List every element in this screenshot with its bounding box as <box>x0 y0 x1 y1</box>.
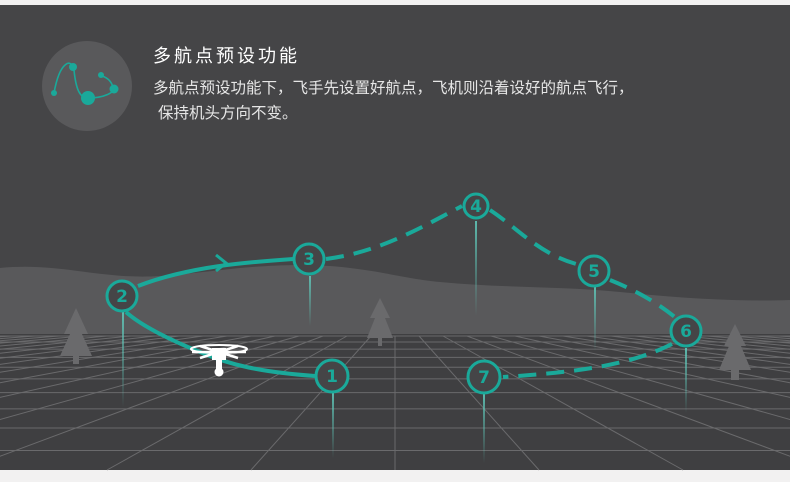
tree-icon <box>719 324 751 380</box>
waypoint-label: 4 <box>470 197 482 217</box>
waypoint-marker <box>462 192 490 220</box>
waypoint-label: 7 <box>478 368 490 388</box>
tree-icon <box>60 308 92 364</box>
tree-icon <box>367 298 393 346</box>
waypoint-marker <box>669 314 703 348</box>
waypoint-label: 5 <box>588 262 600 282</box>
altitude-poles <box>122 221 687 463</box>
waypoint-label: 3 <box>303 250 315 270</box>
waypoint-7: 7 <box>466 359 502 395</box>
waypoint-2: 2 <box>105 279 139 313</box>
waypoint-6: 6 <box>669 314 703 348</box>
waypoint-label: 2 <box>116 287 128 307</box>
drone-icon <box>190 344 248 377</box>
waypoint-1: 1 <box>314 358 350 394</box>
waypoint-route-icon <box>42 41 132 131</box>
waypoint-marker <box>466 359 502 395</box>
waypoint-marker <box>292 242 326 276</box>
feature-title: 多航点预设功能 <box>153 46 300 67</box>
waypoint-4: 4 <box>462 192 490 220</box>
feature-description: 多航点预设功能下，飞手先设置好航点，飞机则沿着设好的航点飞行， <box>153 79 634 97</box>
waypoint-3: 3 <box>292 242 326 276</box>
feature-description-cont: 保持机头方向不变。 <box>158 104 298 122</box>
waypoint-label: 6 <box>680 322 692 342</box>
waypoint-marker <box>577 254 611 288</box>
waypoint-label: 1 <box>326 367 338 387</box>
waypoint-5: 5 <box>577 254 611 288</box>
hills <box>0 265 790 336</box>
waypoint-marker <box>105 279 139 313</box>
waypoint-marker <box>314 358 350 394</box>
